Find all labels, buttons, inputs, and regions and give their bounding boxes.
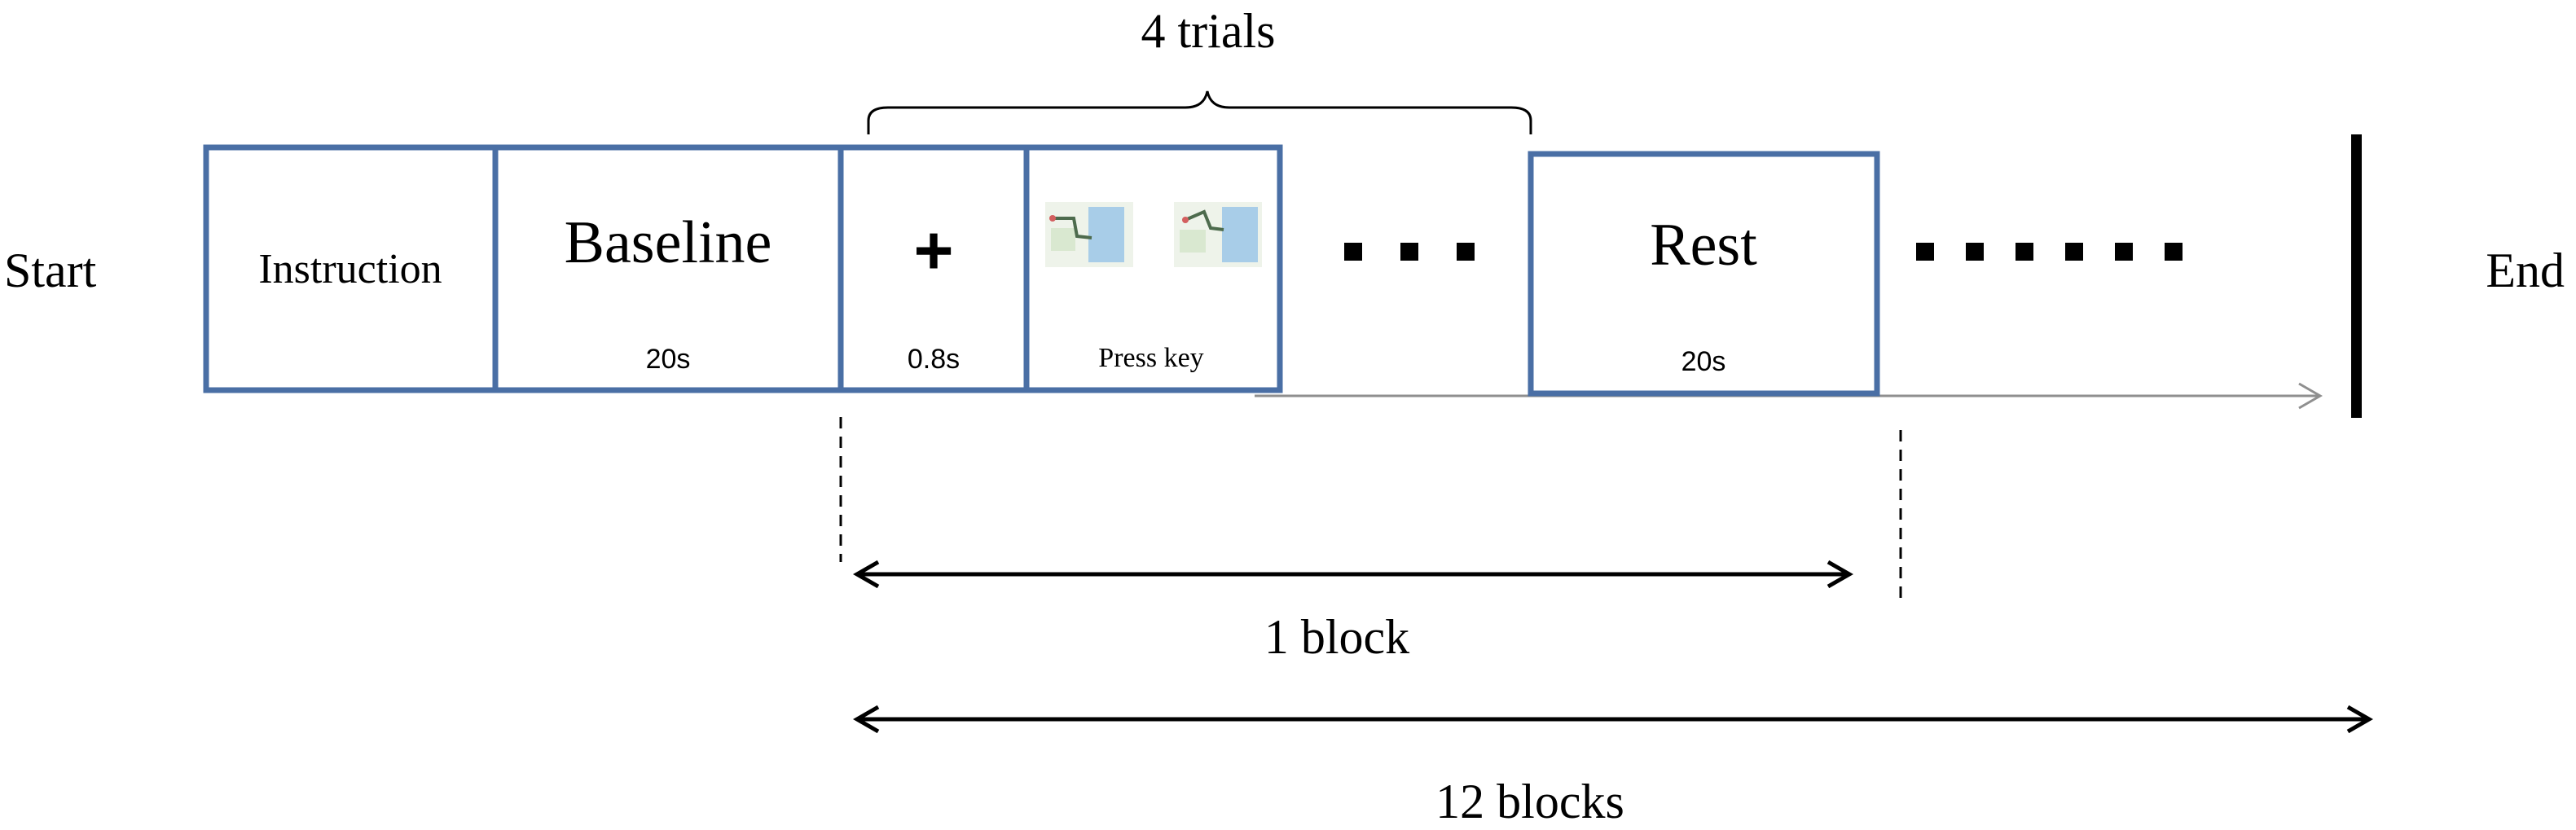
end-bar [2351,134,2362,418]
fixation-box [837,144,1030,393]
trials-brace [867,90,1532,134]
response-label: Press key [1098,343,1203,373]
fixation-cross: + [913,212,953,288]
rest-duration: 20s [1681,346,1726,377]
trial-ellipsis [1344,243,1475,261]
instruction-box [203,144,499,393]
baseline-box [492,144,844,393]
timeline-arrowhead [2298,382,2323,410]
route-map-icon [1174,202,1262,267]
rest-box [1528,151,1880,397]
fixation-duration: 0.8s [908,344,960,375]
rest-label: Rest [1650,212,1757,279]
baseline-duration: 20s [646,344,691,375]
twelve-blocks-label: 12 blocks [1435,775,1624,828]
stimulus-box [1023,144,1283,393]
trials-label: 4 trials [1141,4,1276,58]
end-label: End [2486,244,2565,297]
instruction-label: Instruction [258,246,442,292]
route-map-icon [1045,202,1133,267]
start-label: Start [4,244,97,297]
block-ellipsis [1916,243,2183,261]
one-block-label: 1 block [1264,610,1409,664]
baseline-label: Baseline [565,209,772,276]
